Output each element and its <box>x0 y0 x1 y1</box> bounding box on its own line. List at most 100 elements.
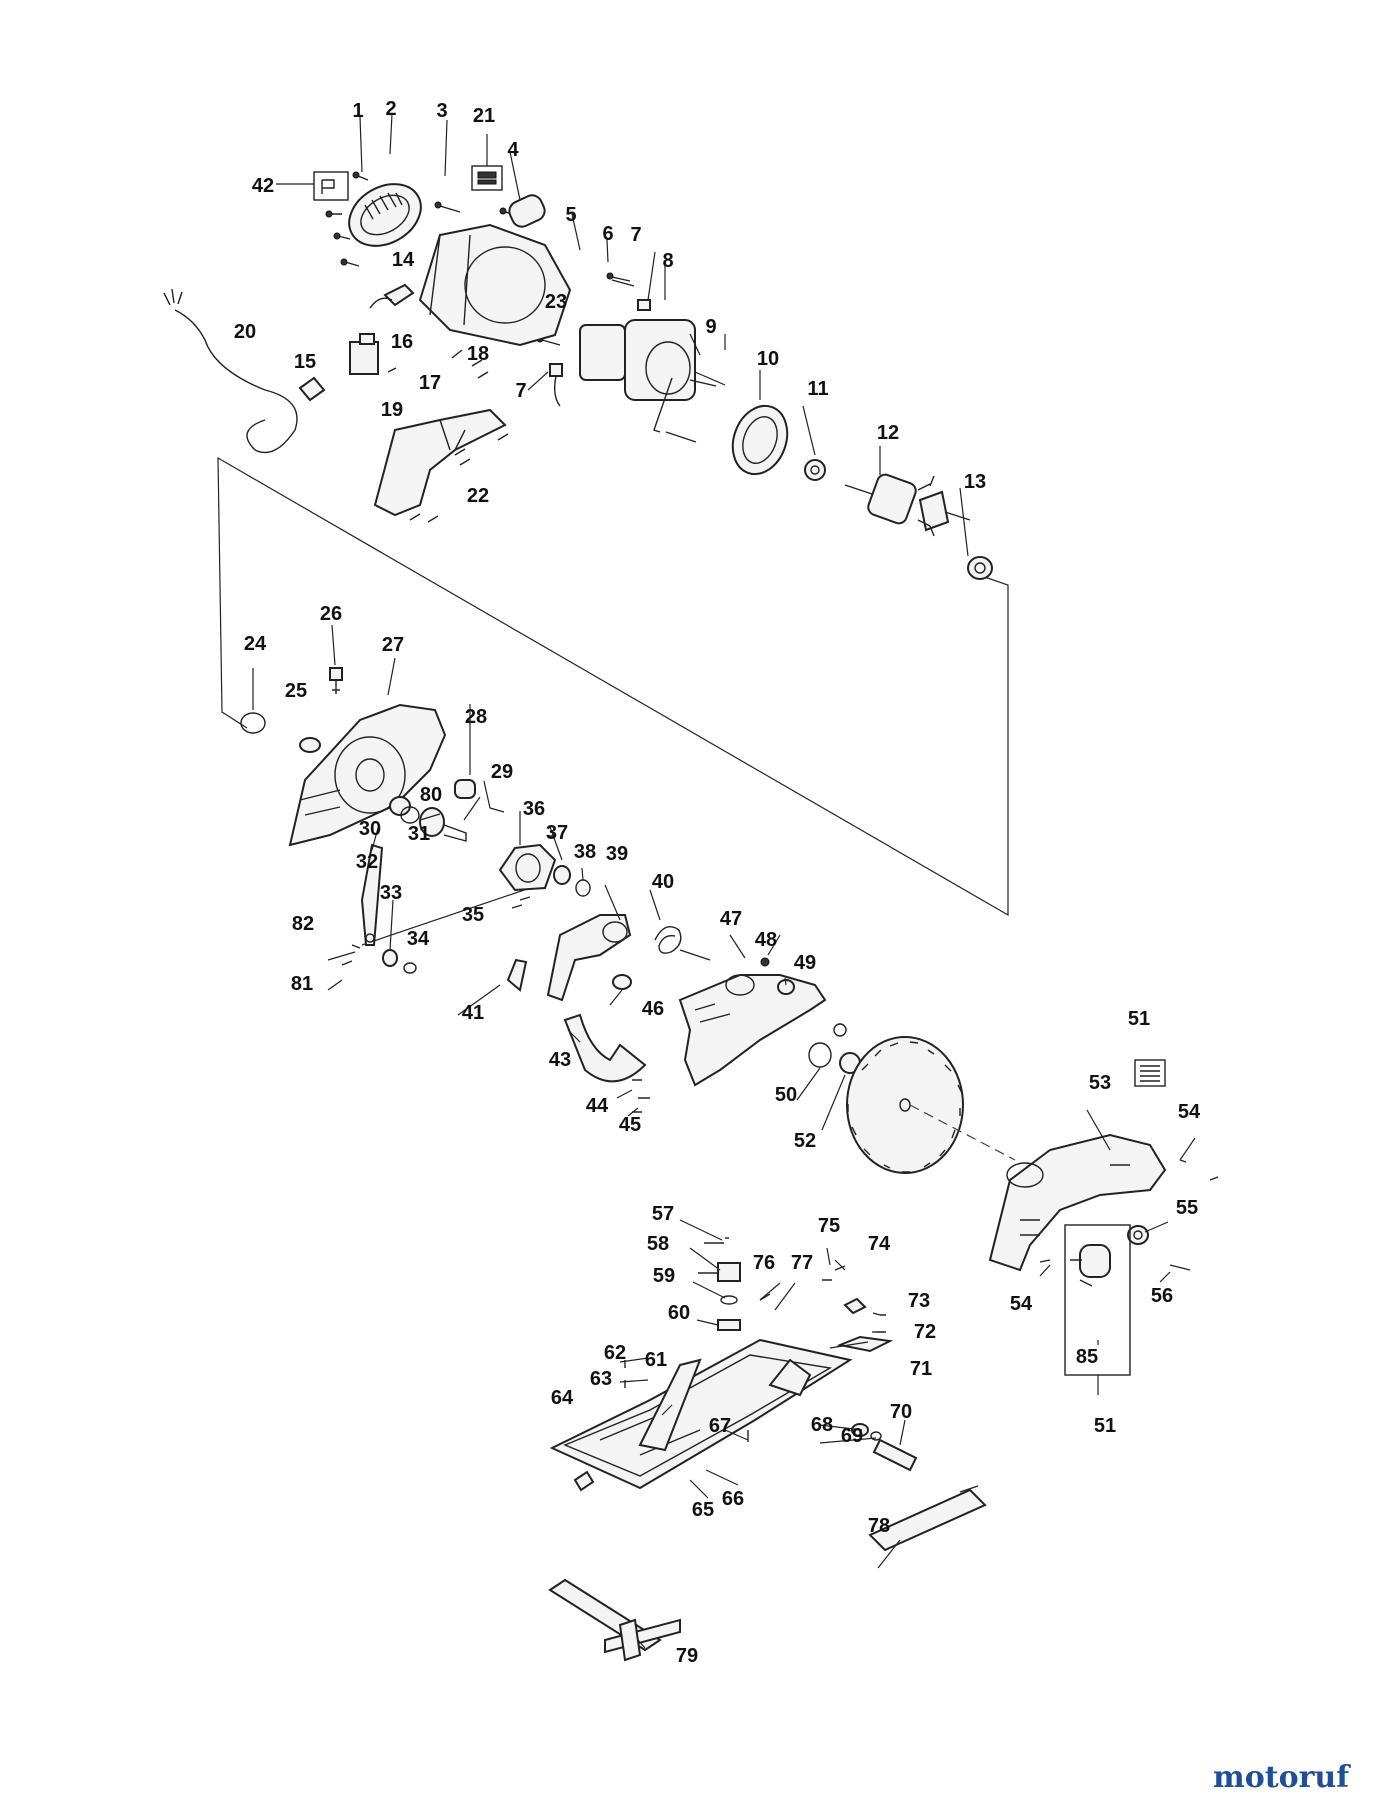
callout-51: 51 <box>1128 1008 1150 1030</box>
rip-fence-bar-part <box>868 1488 987 1552</box>
callout-29: 29 <box>491 761 513 783</box>
callout-35: 35 <box>462 904 484 926</box>
callout-72: 72 <box>914 1321 936 1343</box>
guard-bracket-part <box>546 914 632 1002</box>
callout-8: 8 <box>662 250 673 272</box>
baseplate-part <box>549 1338 853 1490</box>
armature-part <box>844 473 971 537</box>
callout-54: 54 <box>1178 1101 1201 1123</box>
callout-63: 63 <box>590 1368 612 1390</box>
bearing-part <box>804 459 826 481</box>
callout-21: 21 <box>473 105 495 127</box>
callout-18: 18 <box>467 343 489 365</box>
callout-78: 78 <box>868 1515 890 1537</box>
watermark: motoruf <box>1213 1760 1351 1795</box>
callout-71: 71 <box>910 1358 932 1380</box>
callout-11: 11 <box>807 378 828 400</box>
callout-32: 32 <box>356 851 378 873</box>
callout-4: 4 <box>507 139 519 161</box>
upper-guard-part <box>988 1133 1167 1272</box>
callout-49: 49 <box>794 952 816 974</box>
callout-31: 31 <box>408 823 430 845</box>
callout-23: 23 <box>545 291 567 313</box>
motor-housing-part <box>418 194 572 347</box>
callout-27: 27 <box>382 634 404 656</box>
saw-blade-part <box>846 1036 964 1174</box>
callout-62: 62 <box>604 1342 626 1364</box>
callout-33: 33 <box>380 882 402 904</box>
callout-53: 53 <box>1089 1072 1111 1094</box>
switch-part <box>349 333 379 375</box>
callout-61: 61 <box>645 1349 667 1371</box>
callout-73: 73 <box>908 1290 930 1312</box>
callout-42: 42 <box>252 175 274 197</box>
ring-part <box>731 404 789 476</box>
callout-28: 28 <box>465 706 487 728</box>
callout-58: 58 <box>647 1233 669 1255</box>
callout-41: 41 <box>462 1002 484 1024</box>
callout-75: 75 <box>818 1215 840 1237</box>
depth-arm-part <box>638 1358 702 1452</box>
assembly-guide-line <box>217 456 1009 917</box>
callout-12: 12 <box>877 422 899 444</box>
callout-16: 16 <box>391 331 413 353</box>
spring-part <box>654 926 711 961</box>
callout-37: 37 <box>546 822 568 844</box>
callout-66: 66 <box>722 1488 744 1510</box>
callout-10: 10 <box>757 348 779 370</box>
callout-7: 7 <box>515 380 526 402</box>
callout-82: 82 <box>292 913 314 935</box>
callout-1: 1 <box>352 100 363 122</box>
callout-39: 39 <box>606 843 628 865</box>
callout-43: 43 <box>549 1049 571 1071</box>
callout-59: 59 <box>653 1265 675 1287</box>
callout-14: 14 <box>392 249 415 271</box>
callout-20: 20 <box>234 321 256 343</box>
callout-15: 15 <box>294 351 316 373</box>
gear-housing-part <box>288 703 447 847</box>
fan-part <box>348 183 422 247</box>
callout-36: 36 <box>523 798 545 820</box>
callout-40: 40 <box>652 871 674 893</box>
callout-24: 24 <box>244 633 267 655</box>
callout-13: 13 <box>964 471 986 493</box>
callout-44: 44 <box>586 1095 609 1117</box>
callout-70: 70 <box>890 1401 912 1423</box>
o-ring-part <box>240 712 266 734</box>
label-sticker-icon <box>313 171 349 201</box>
callout-52: 52 <box>794 1130 816 1152</box>
callout-55: 55 <box>1176 1197 1198 1219</box>
blade-guard-part <box>678 974 827 1087</box>
rip-fence-part <box>548 1578 681 1662</box>
callout-60: 60 <box>668 1302 690 1324</box>
callout-46: 46 <box>642 998 664 1020</box>
callout-67: 67 <box>709 1415 731 1437</box>
callout-54: 54 <box>1010 1293 1033 1315</box>
callout-81: 81 <box>291 973 313 995</box>
callout-51: 51 <box>1094 1415 1116 1437</box>
callout-5: 5 <box>565 204 576 226</box>
callout-2: 2 <box>385 98 396 120</box>
bearing-13-part <box>967 556 993 580</box>
callout-48: 48 <box>755 929 777 951</box>
callout-68: 68 <box>811 1414 833 1436</box>
callout-25: 25 <box>285 680 307 702</box>
callout-76: 76 <box>753 1252 775 1274</box>
bearing-plate-part <box>498 835 557 909</box>
callout-30: 30 <box>359 818 381 840</box>
manual-51-icon <box>1134 1059 1166 1087</box>
callout-85: 85 <box>1076 1346 1098 1368</box>
lower-guard-part <box>563 1013 647 1083</box>
guide-line-lower <box>361 887 531 946</box>
latch-part <box>329 667 343 681</box>
clamp-part <box>717 1262 741 1282</box>
callout-26: 26 <box>320 603 342 625</box>
callout-47: 47 <box>720 908 742 930</box>
callout-3: 3 <box>436 100 447 122</box>
callout-79: 79 <box>676 1645 698 1667</box>
callout-17: 17 <box>419 372 441 394</box>
callout-38: 38 <box>574 841 596 863</box>
callout-19: 19 <box>381 399 403 421</box>
callout-64: 64 <box>551 1387 574 1409</box>
